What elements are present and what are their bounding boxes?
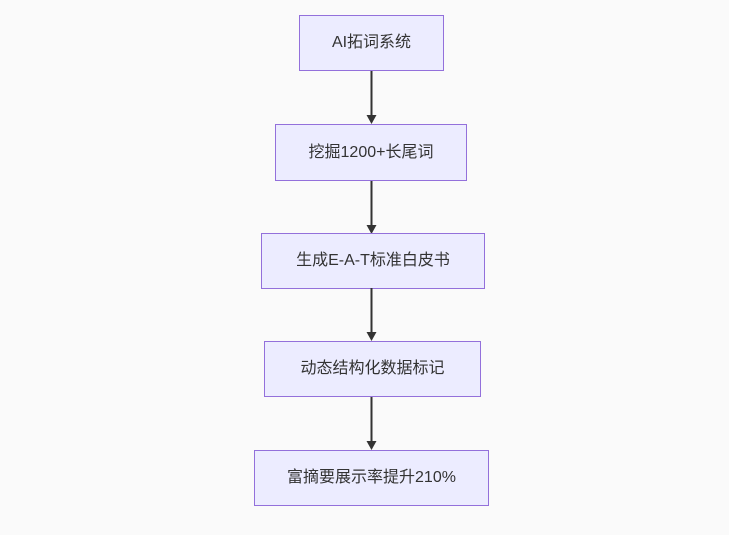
arrow-down-icon [364, 181, 379, 234]
arrow-down-icon [364, 288, 379, 341]
node-label: 富摘要展示率提升210% [287, 469, 456, 487]
arrow-down-icon [364, 71, 379, 124]
flowchart-node-rich-snippet-rate: 富摘要展示率提升210% [254, 450, 489, 506]
flowchart-node-ai-word-system: AI拓词系统 [299, 15, 444, 71]
arrow-down-icon [364, 397, 379, 450]
flowchart-node-structured-data-markup: 动态结构化数据标记 [264, 341, 481, 397]
node-label: AI拓词系统 [331, 34, 412, 52]
node-label: 挖掘1200+长尾词 [308, 143, 434, 161]
flowchart-node-eat-whitepaper: 生成E-A-T标准白皮书 [261, 233, 485, 289]
node-label: 动态结构化数据标记 [300, 360, 445, 378]
flowchart-node-longtail-keywords: 挖掘1200+长尾词 [275, 124, 467, 181]
node-label: 生成E-A-T标准白皮书 [296, 252, 450, 270]
